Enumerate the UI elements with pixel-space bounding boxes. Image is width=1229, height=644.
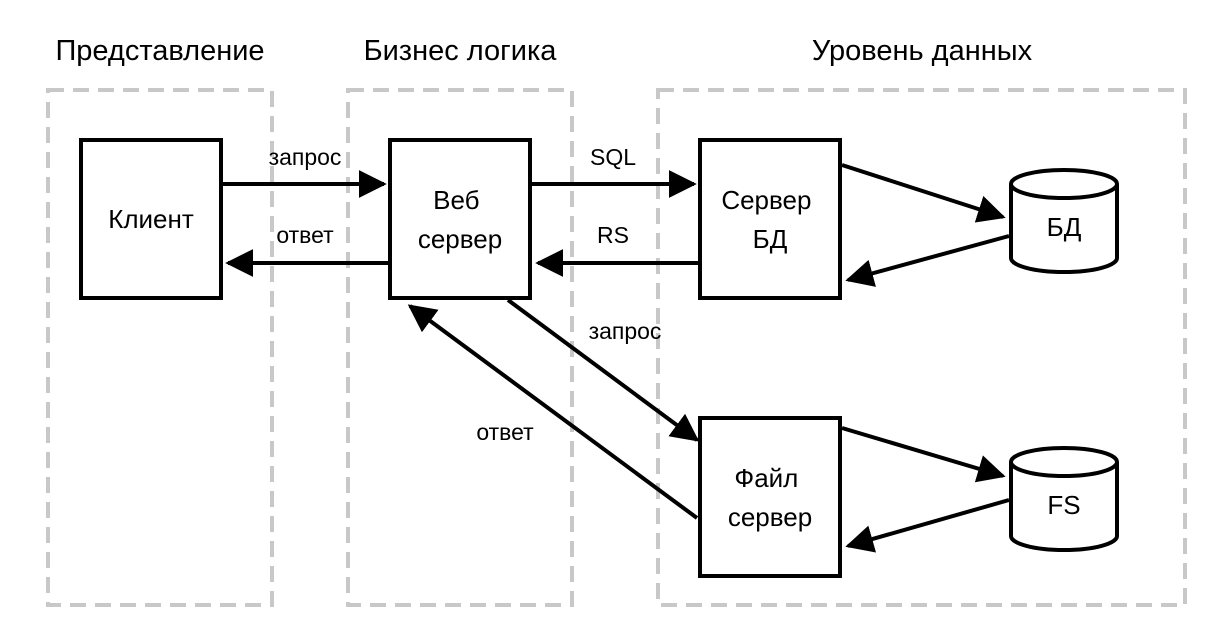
client-response-label: ответ [276, 222, 334, 248]
presentation-zone [46, 88, 274, 607]
db-write-arrow [841, 163, 1006, 223]
file-response-arrow [407, 304, 699, 520]
db-read-arrow [845, 234, 1010, 287]
data-layer-title: Уровень данных [812, 35, 1033, 67]
web-server-node: Веб сервер [388, 138, 532, 300]
file-server-label-line1: Файл [734, 463, 798, 493]
file-response-label: ответ [476, 419, 534, 445]
file-server-label-line2: сервер [728, 502, 812, 532]
database-label: БД [1047, 212, 1082, 242]
client-label: Клиент [108, 204, 194, 234]
client-request-label: запрос [269, 144, 342, 170]
file-server-label: Файл сервер [728, 463, 812, 532]
file-server-node: Файл сервер [698, 416, 842, 578]
fs-read-arrow [845, 498, 1010, 553]
business-logic-title: Бизнес логика [364, 35, 558, 67]
rs-label: RS [597, 222, 629, 248]
db-server-label-line2: БД [753, 224, 788, 254]
db-server-label-line1: Сервер [721, 185, 811, 215]
file-request-label: запрос [589, 318, 662, 344]
data-layer-zone [656, 88, 1187, 607]
web-server-label-line2: сервер [418, 224, 502, 254]
db-server-label: Сервер БД [721, 185, 818, 254]
filesystem-label: FS [1047, 490, 1080, 520]
database-cylinder: БД [1009, 168, 1119, 274]
file-request-arrow [506, 298, 700, 442]
sql-label: SQL [590, 144, 636, 170]
fs-write-arrow [841, 426, 1006, 483]
filesystem-cylinder: FS [1009, 446, 1119, 552]
client-node: Клиент [79, 138, 223, 300]
presentation-title: Представление [55, 35, 264, 67]
web-server-label-line1: Веб [433, 185, 479, 215]
db-server-node: Сервер БД [698, 138, 842, 300]
web-server-label: Веб сервер [418, 185, 502, 254]
